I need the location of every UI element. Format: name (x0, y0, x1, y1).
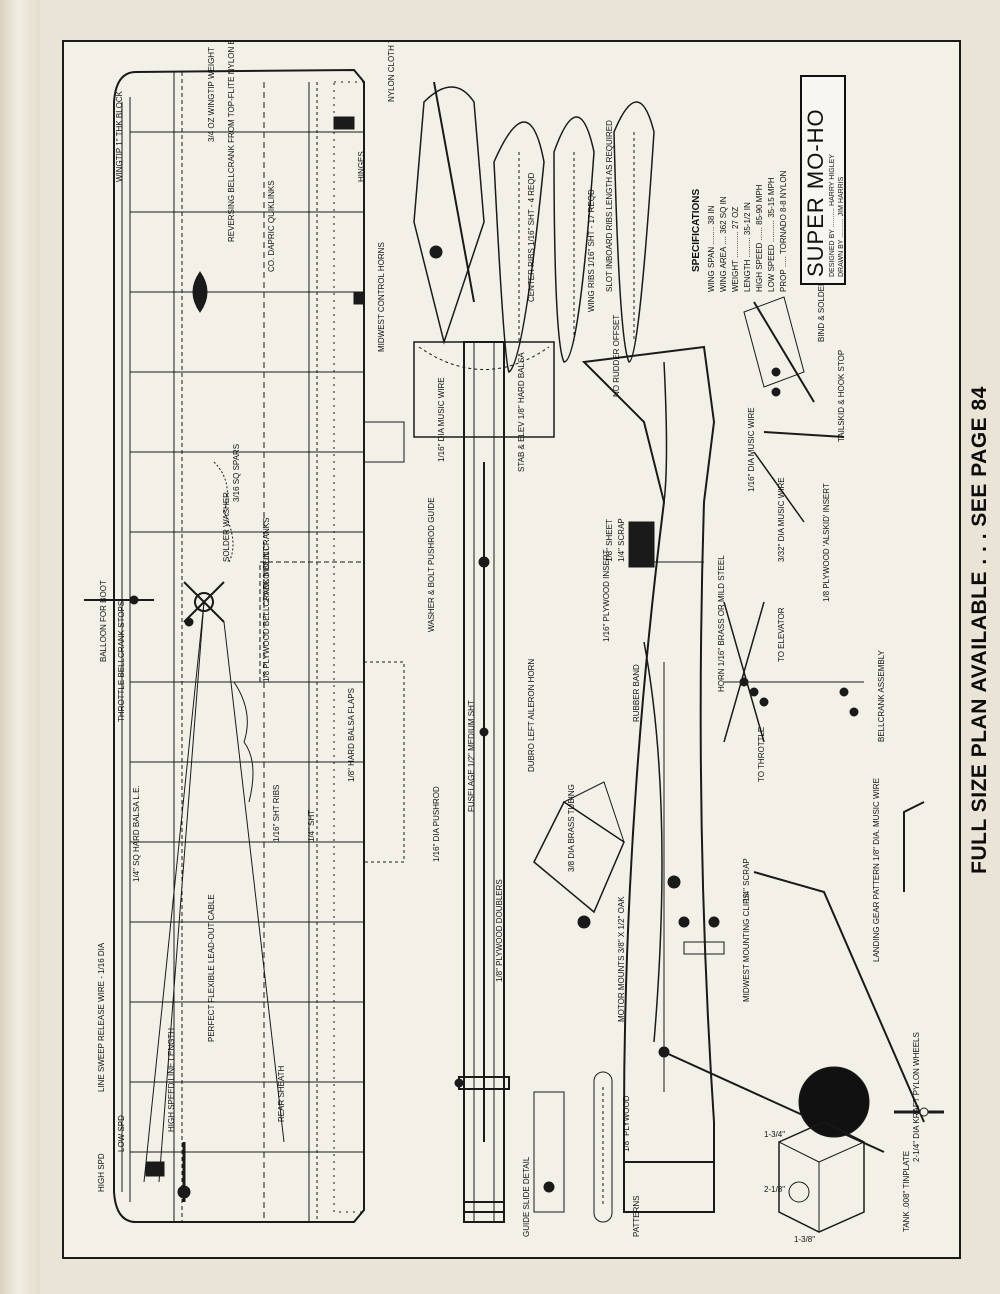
tank-detail (778, 1121, 865, 1233)
label-tank: TANK .008" TINPLATE (902, 1151, 911, 1232)
label-pushrod: 1/16" DIA PUSHROD (432, 786, 441, 862)
banner-text: FULL SIZE PLAN AVAILABLE . . . SEE PAGE … (968, 386, 991, 874)
label-landing-gear: LANDING GEAR PATTERN 1/8" DIA. MUSIC WIR… (872, 778, 881, 962)
spec-line: WING SPAN ........ 38 IN (707, 205, 716, 292)
label-midwest-clips: MIDWEST MOUNTING CLIPS (742, 893, 751, 1002)
title-frame: SUPER MO-HO DESIGNED BY .......... HARRY… (799, 75, 846, 285)
label-wheels: 2-1/4" DIA KRAFT PYLON WHEELS (912, 1032, 921, 1162)
label-line-sweep: LINE SWEEP RELEASE WIRE - 1/16 DIA (97, 942, 106, 1092)
label-dubro-aileron: DUBRO LEFT AILERON HORN (527, 659, 536, 772)
label-music-wire: 1/16" DIA MUSIC WIRE (437, 377, 446, 462)
label-line-length: HIGH SPEED LINE LENGTH (167, 1028, 176, 1132)
specifications-block: SPECIFICATIONS WING SPAN ........ 38 IN … (691, 170, 788, 292)
label-center-ribs: CENTER RIBS 1/16" SHT - 4 REQD (527, 172, 536, 302)
spec-line: LOW SPEED .......... 35-15 MPH (767, 177, 776, 292)
label-nylon-cloth: NYLON CLOTH TAPE OR C G NYLON HINGE TAPE… (387, 42, 396, 102)
bellcrank-assembly (723, 601, 864, 743)
brass-tubing-detail (533, 781, 625, 929)
label-solder-washer: SOLDER WASHER (222, 492, 231, 562)
label-no-rudder: NO RUDDER OFFSET (612, 315, 621, 397)
title-block: SUPER MO-HO DESIGNED BY .......... HARRY… (795, 70, 850, 290)
label-perfect-flexible: PERFECT FLEXIBLE LEAD-OUT CABLE (207, 894, 216, 1042)
label-hard-balsa-le: 1/4" SQ HARD BALSA L.E. (132, 785, 141, 882)
label-plywood-inset: 1/16" PLYWOOD INSERT (602, 550, 611, 642)
label-control-horns: MIDWEST CONTROL HORNS (377, 242, 386, 352)
label-plywood-18: 1/8" PLYWOOD (622, 1095, 631, 1152)
label-scrap-14: 1/4" SCRAP (617, 518, 626, 562)
label-music-wire-3: 3/32" DIA MUSIC WIRE (777, 477, 786, 562)
fuselage-side-view (581, 345, 885, 1213)
landing-gear-detail (753, 801, 944, 1138)
label-to-throttle: TO THROTTLE (757, 727, 766, 782)
label-guide-slide: GUIDE SLIDE DETAIL (522, 1156, 531, 1237)
label-bind-solder: BIND & SOLDER (817, 280, 826, 342)
label-patterns: PATTERNS (632, 1196, 641, 1237)
label-dim-c: 1-3/8" (794, 1235, 815, 1244)
label-motor-mounts: MOTOR MOUNTS 3/8" X 1/2" OAK (617, 896, 626, 1022)
label-tailskid: TAILSKID & HOOK STOP (837, 350, 846, 442)
wing-ribs-inner (130, 131, 364, 533)
callout-labels: WINGTIP 1" THK BLOCK 3/4 OZ WINGTIP WEIG… (97, 42, 921, 1244)
label-rubber-band: RUBBER BAND (632, 664, 641, 722)
label-music-wire-2: 1/16" DIA MUSIC WIRE (747, 407, 756, 492)
label-wing-ribs: WING RIBS 1/16" SHT - 17 REQD (587, 189, 596, 312)
label-bellcrank-assembly: BELLCRANK ASSEMBLY (877, 649, 886, 742)
label-slot-inboard: SLOT INBOARD RIBS LENGTH AS REQUIRED (605, 120, 614, 292)
label-reversing-bellcrank: REVERSING BELLCRANK FROM TOP-FLITE NYLON… (227, 42, 236, 242)
rib-templates (493, 101, 655, 374)
spec-line: WEIGHT ............ 27 OZ (731, 207, 740, 292)
plan-drawing: WINGTIP 1" THK BLOCK 3/4 OZ WINGTIP WEIG… (84, 42, 944, 1244)
label-hinges: HINGES (357, 151, 366, 182)
label-low-spd: LOW SPD (117, 1115, 126, 1152)
elevator-control-detail (413, 81, 485, 345)
drawn-by: DRAWN BY .......... JIM HARRIS (837, 176, 845, 277)
label-washer-bolt: WASHER & BOLT PUSHROD GUIDE (427, 497, 436, 632)
label-spars: 3/16 SQ SPARS (232, 444, 241, 502)
label-veco-bellcranks: 2 VECO BELLCRANKS (262, 518, 271, 602)
label-horn: HORN 1/16" BRASS OR MILD STEEL (717, 555, 726, 692)
label-hard-balsa-flaps: 1/8" HARD BALSA FLAPS (347, 688, 356, 782)
label-scrap-14b: 1/4" SCRAP (742, 858, 751, 902)
label-sht-ribs: 1/16" SHT RIBS (272, 785, 281, 842)
plan-title: SUPER MO-HO (802, 108, 828, 277)
tailskid-detail (743, 296, 845, 523)
label-wingtip-block: WINGTIP 1" THK BLOCK (115, 90, 124, 182)
label-doublers: 1/8" PLYWOOD DOUBLERS (495, 879, 504, 982)
label-dim-a: 1-3/4" (764, 1130, 785, 1139)
label-fuselage: FUSELAGE 1/2" MEDIUM SHT (467, 700, 476, 812)
label-stab-elev: STAB & ELEV 1/8" HARD BALSA (517, 352, 526, 472)
label-sheet-18: 1/8" SHEET (605, 519, 614, 562)
page-binding-edge (0, 0, 40, 1294)
fuselage-top-view (363, 341, 555, 1223)
plan-availability-banner: FULL SIZE PLAN AVAILABLE . . . SEE PAGE … (960, 360, 1000, 900)
label-brass-tubing: 3/8 DIA BRASS TUBING (567, 784, 576, 872)
designed-by: DESIGNED BY .......... HARRY HIGLEY (828, 154, 836, 277)
wing-ribs-outer (130, 681, 364, 1153)
label-plywood-mount: 1/8 PLYWOOD BELLCRANK MOUNT (262, 547, 271, 682)
guide-slide-detail (533, 1071, 613, 1223)
label-quiklinks: CO. DAPRIC QUIKLINKS (267, 180, 276, 272)
specs-heading: SPECIFICATIONS (691, 189, 702, 272)
label-balloon: BALLOON FOR BOOT (99, 580, 108, 662)
label-plywood-insert: 1/8 PLYWOOD 'ALSKID' INSERT (822, 483, 831, 602)
label-rear-sheath: REAR SHEATH (277, 1065, 286, 1122)
spec-line: PROP ..... TORNADO 8-8 NYLON (779, 170, 788, 292)
label-to-elevator: TO ELEVATOR (777, 607, 786, 662)
label-sht-5: 1/4" SHT (307, 810, 316, 842)
spec-line: LENGTH ......... 35-1/2 IN (743, 202, 752, 292)
wing-planform (84, 68, 365, 1223)
label-high-spd: HIGH SPD (97, 1153, 106, 1192)
label-wingtip-weight: 3/4 OZ WINGTIP WEIGHT (207, 47, 216, 142)
spec-line: HIGH SPEED ...... 85-90 MPH (755, 184, 764, 292)
label-dim-b: 2-1/8" (764, 1185, 785, 1194)
label-dim-d: 1/8" (834, 1120, 848, 1129)
spec-line: WING AREA .... 362 SQ IN (719, 196, 728, 292)
label-throttle-stops: THROTTLE BELLCRANK STOPS (117, 601, 126, 722)
